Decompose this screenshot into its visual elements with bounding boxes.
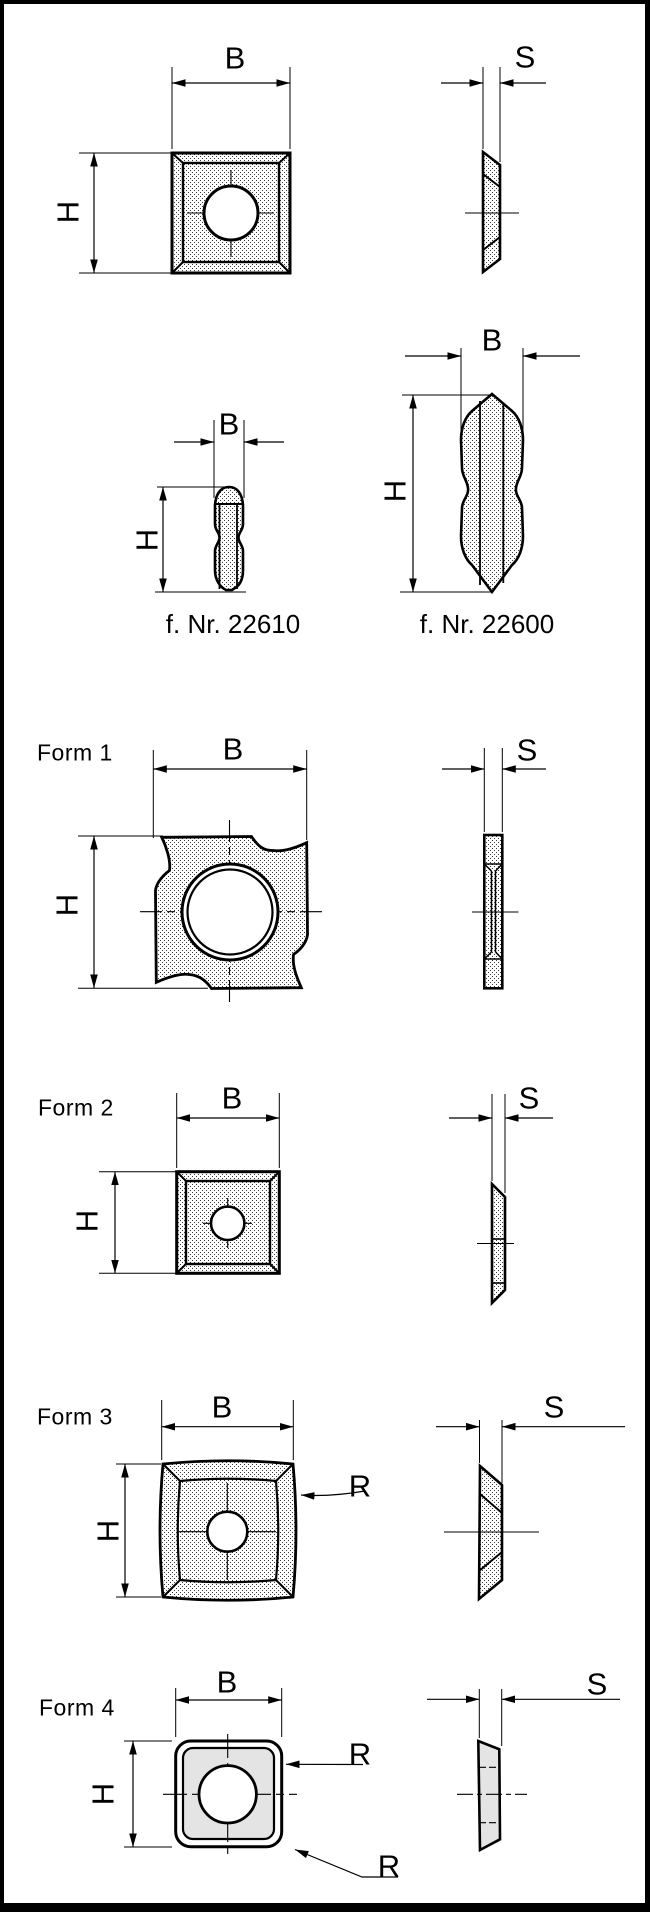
form4-side-view — [427, 1689, 620, 1853]
form3-title: Form 3 — [37, 1403, 113, 1430]
form2-front-view — [99, 1093, 281, 1275]
dim-label-s-standard: S — [514, 39, 536, 75]
dim-label-b-form4: B — [216, 1664, 238, 1700]
form2-side-view — [449, 1094, 553, 1307]
form4-front-view — [124, 1688, 398, 1878]
dim-label-b-22610: B — [218, 406, 240, 442]
dim-label-s-form1: S — [516, 732, 538, 768]
dim-label-s-form4: S — [586, 1666, 608, 1702]
form1-title: Form 1 — [37, 739, 113, 766]
dim-label-b-22600: B — [481, 322, 503, 358]
dim-label-b-standard: B — [224, 40, 246, 76]
form3-side-view — [436, 1420, 625, 1602]
dim-label-r-form3: R — [348, 1468, 372, 1504]
form2-title: Form 2 — [38, 1094, 114, 1121]
dim-label-b-form1: B — [222, 731, 244, 767]
form3-front-view — [116, 1400, 366, 1602]
dim-label-b-form2: B — [221, 1080, 243, 1116]
standard-side-view — [441, 67, 546, 275]
dim-label-h-standard: H — [50, 200, 86, 224]
profile-22600-view — [400, 348, 580, 595]
dim-label-h-form1: H — [49, 893, 85, 917]
dim-label-s-form3: S — [543, 1389, 565, 1425]
form4-title: Form 4 — [39, 1694, 115, 1721]
dim-label-h-form2: H — [69, 1209, 105, 1233]
dim-label-h-form4: H — [85, 1782, 121, 1806]
profile-22610-view — [155, 420, 284, 593]
profile-code-22600: f. Nr. 22600 — [419, 609, 555, 639]
standard-front-view — [79, 67, 292, 275]
dim-label-h-22610: H — [129, 528, 165, 552]
dim-label-h-22600: H — [377, 479, 413, 503]
dim-label-r2-form4: R — [377, 1848, 401, 1884]
dim-label-s-form2: S — [518, 1080, 540, 1116]
dim-label-r1-form4: R — [348, 1736, 372, 1772]
profile-code-22610: f. Nr. 22610 — [165, 609, 301, 639]
dim-label-h-form3: H — [90, 1519, 126, 1543]
form1-side-view — [442, 748, 546, 990]
dim-label-b-form3: B — [211, 1389, 233, 1425]
form1-front-view — [78, 750, 325, 1003]
